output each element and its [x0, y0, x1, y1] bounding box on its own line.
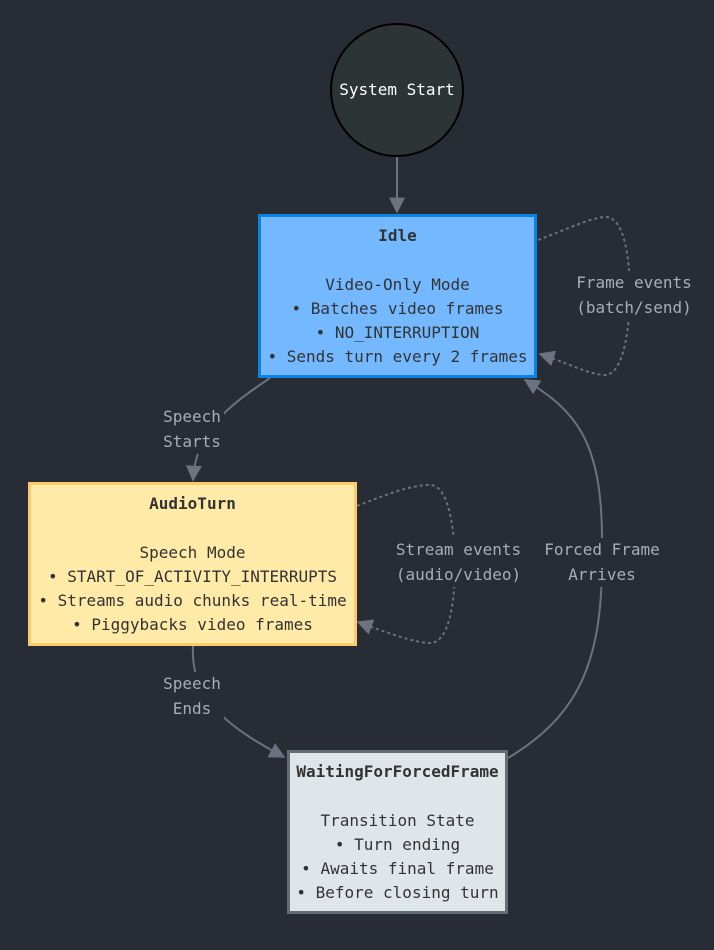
edge-label-forced-frame: Forced Frame Arrives: [541, 538, 663, 587]
edge-label-line: Ends: [172, 698, 212, 718]
state-audio-turn-bullet: • START_OF_ACTIVITY_INTERRUPTS: [48, 566, 337, 586]
edge-label-frame-events: Frame events (batch/send): [573, 271, 695, 320]
state-audio-turn-bullet: • Streams audio chunks real-time: [38, 591, 347, 611]
edge-label-line: (audio/video): [395, 564, 522, 584]
edge-label-line: Speech: [163, 674, 221, 693]
state-audio-turn-mode: Speech Mode: [139, 542, 246, 562]
state-waiting-bullet: • Awaits final frame: [301, 859, 494, 879]
start-node-label: System Start: [339, 80, 455, 99]
state-waiting-mode: Transition State: [320, 810, 475, 830]
start-node-circle: [330, 23, 464, 157]
edge-audio-self-loop: [356, 483, 457, 645]
edge-label-line: Arrives: [568, 564, 636, 584]
edge-label-line: Frame events: [576, 273, 692, 292]
edge-label-line: Stream events: [395, 540, 522, 559]
edge-label-line: Forced Frame: [544, 540, 660, 559]
state-audio-turn-title: AudioTurn: [149, 494, 236, 513]
edge-label-speech-starts: Speech Starts: [160, 405, 224, 454]
state-idle: Idle Video-Only Mode • Batches video fra…: [258, 214, 537, 378]
edge-label-line: Speech: [163, 407, 221, 426]
state-audio-turn-bullet: • Piggybacks video frames: [72, 615, 313, 635]
state-waiting-bullet: • Before closing turn: [296, 883, 499, 903]
state-idle-mode: Video-Only Mode: [325, 274, 470, 294]
state-idle-bullet: • Batches video frames: [291, 298, 504, 318]
edge-label-speech-ends: Speech Ends: [160, 672, 224, 721]
state-idle-title: Idle: [378, 226, 417, 245]
edge-label-line: (batch/send): [576, 297, 692, 317]
state-idle-bullet: • NO_INTERRUPTION: [315, 323, 480, 343]
state-idle-bullet: • Sends turn every 2 frames: [267, 347, 528, 367]
state-waiting-bullet: • Turn ending: [334, 834, 461, 854]
edge-label-stream-events: Stream events (audio/video): [393, 538, 524, 587]
edge-label-line: Starts: [163, 431, 221, 451]
state-audio-turn: AudioTurn Speech Mode • START_OF_ACTIVIT…: [28, 482, 357, 646]
state-waiting-title: WaitingForForcedFrame: [296, 762, 499, 781]
state-waiting-for-forced-frame: WaitingForForcedFrame Transition State •…: [287, 750, 508, 914]
